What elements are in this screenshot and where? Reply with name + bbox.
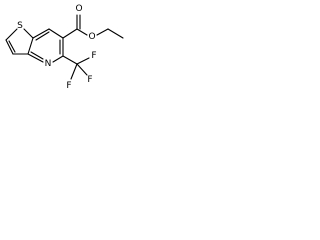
bond-c2-c3 [5,39,14,55]
bond-ester-o-ch2 [96,28,109,36]
bond-c6-carbonyl [62,28,78,39]
carbonyl-oxygen-label: O [75,4,82,14]
bond-c3a-c7a [27,37,34,55]
bond-c7a-s [23,28,34,39]
bond-c5-cf3 [62,55,78,65]
trifluoromethyl-group [62,55,90,80]
bond-c5-n [52,55,64,63]
bond-n-c3a [27,53,44,63]
fluorine-atom-label: F [66,81,71,91]
bond-c7a-c7 [32,28,50,39]
bond-c2-c3-double [8,40,16,53]
bond-c7-c6 [48,28,64,39]
sulfur-atom-label: S [17,21,23,31]
ester-oxygen-label: O [88,32,95,42]
chemical-structure-diagram: S N O O F F F [5,4,124,91]
bond-cf3-f1 [76,57,90,65]
bond-cf3-f2 [76,63,88,76]
pyridine-ring [27,28,64,63]
ethyl-ester-group [62,14,124,39]
fluorine-atom-label: F [87,75,92,85]
nitrogen-atom-label: N [45,59,52,69]
bond-n-c3a-double [30,51,44,60]
thiophene-ring [5,28,34,55]
bond-c7a-c7-double [35,31,50,41]
bond-carbonyl-ester-o [76,28,88,36]
bond-ch2-ch3 [107,28,124,39]
bond-cf3-f3 [70,63,78,80]
fluorine-atom-label: F [91,51,96,61]
bond-s-c2 [5,28,18,41]
